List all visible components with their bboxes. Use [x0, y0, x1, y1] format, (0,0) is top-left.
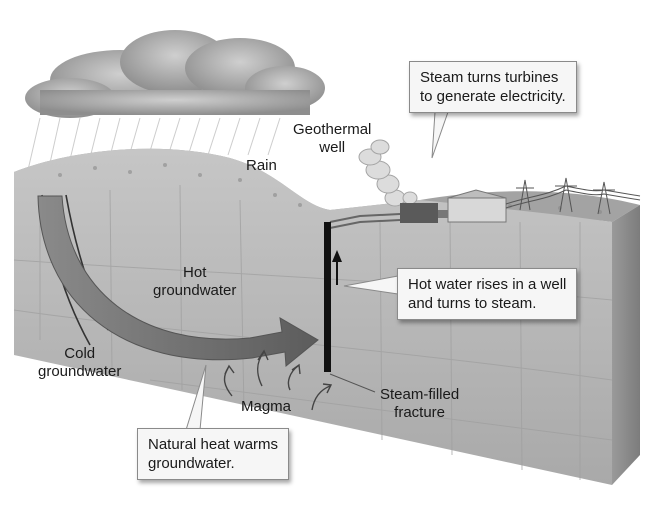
rock-side-face [612, 205, 640, 485]
geothermal-well-label-line1: Geothermal [293, 121, 372, 138]
cold-groundwater-label: Cold groundwater [38, 345, 121, 381]
steam-fracture-label: Steam-filled fracture [380, 386, 459, 422]
cold-groundwater-label-line1: Cold [64, 345, 96, 362]
steam-plume-icon [358, 139, 418, 207]
steam-pipes [329, 213, 401, 229]
hot-water-rises-callout: Hot water rises in a well and turns to s… [397, 268, 578, 320]
turbines-callout-line1: Steam turns turbines [420, 69, 559, 86]
geothermal-well-shaft [324, 222, 331, 372]
surface-texture [58, 163, 602, 214]
fracture-pointer [329, 373, 376, 393]
turbines-callout-line2: to generate electricity. [420, 88, 566, 105]
power-plant-icon [400, 189, 507, 223]
magma-label-text: Magma [241, 398, 292, 415]
magma-heat-arrows [223, 349, 333, 411]
hot-water-rises-callout-line2: and turns to steam. [408, 295, 537, 312]
turbines-callout: Steam turns turbines to generate electri… [409, 61, 577, 113]
cold-groundwater-label-line2: groundwater [38, 363, 122, 380]
hot-groundwater-label-line1: Hot [183, 264, 207, 281]
rock-front-face [14, 148, 612, 485]
natural-heat-callout-line1: Natural heat warms [148, 436, 279, 453]
natural-heat-callout: Natural heat warms groundwater. [137, 428, 290, 480]
hot-groundwater-arrow [37, 195, 319, 367]
rain-label: Rain [246, 157, 277, 175]
steam-fracture-label-line1: Steam-filled [380, 386, 460, 403]
steam-fracture-label-line2: fracture [394, 404, 446, 421]
rain-label-text: Rain [246, 157, 277, 174]
geothermal-well-label: Geothermal well [293, 121, 371, 157]
power-line-towers-icon [505, 177, 641, 215]
hot-groundwater-label: Hot groundwater [153, 264, 236, 300]
geothermal-well-label-line2: well [319, 139, 346, 156]
hot-water-rises-callout-line1: Hot water rises in a well [408, 276, 567, 293]
rising-water-arrow-icon [332, 250, 342, 285]
magma-label: Magma [241, 398, 291, 416]
hot-groundwater-label-line2: groundwater [153, 282, 237, 299]
callout-pointers [185, 111, 449, 431]
natural-heat-callout-line2: groundwater. [148, 455, 235, 472]
cloud-icon [25, 30, 325, 118]
